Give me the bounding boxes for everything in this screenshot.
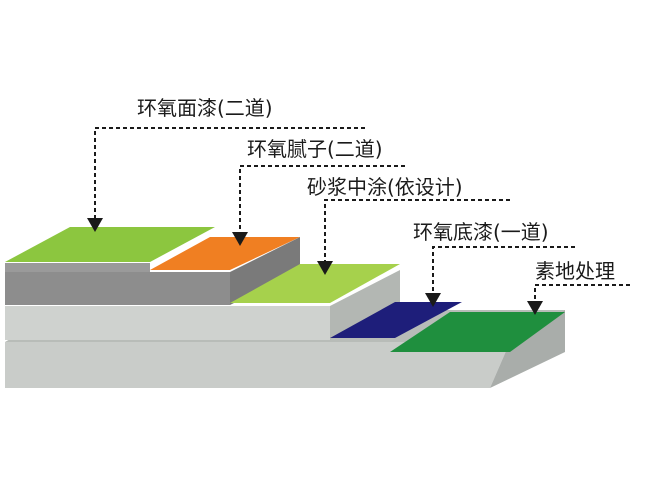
mortar-slab-side xyxy=(230,237,300,305)
putty-leader xyxy=(239,165,405,232)
primer-arrowhead xyxy=(425,293,441,307)
mortar-arrowhead xyxy=(317,261,333,275)
putty-label: 环氧腻子(二道) xyxy=(247,137,383,161)
substrate-surface xyxy=(390,312,565,352)
mortar-slab-front xyxy=(5,272,230,305)
primer-slab-side xyxy=(330,270,400,340)
topcoat-arrowhead xyxy=(87,218,103,232)
mortar-slab xyxy=(5,237,300,305)
mortar-label: 砂浆中涂(依设计) xyxy=(307,175,463,199)
primer-surface xyxy=(330,302,462,338)
substrate-leader xyxy=(534,284,630,305)
topcoat-label: 环氧面漆(二道) xyxy=(137,96,273,120)
primer-slab xyxy=(5,270,400,340)
substrate-slab-front xyxy=(5,342,510,388)
putty-surface xyxy=(150,237,300,270)
topcoat-leader xyxy=(94,127,365,218)
substrate-arrowhead xyxy=(527,301,543,315)
primer-label: 环氧底漆(一道) xyxy=(413,220,549,244)
mortar-surface xyxy=(230,264,400,303)
primer-slab-front xyxy=(5,306,330,340)
putty-arrowhead xyxy=(232,232,248,246)
topcoat-slab xyxy=(5,263,150,272)
topcoat-slab-front xyxy=(5,263,150,272)
substrate-label: 素地处理 xyxy=(535,259,615,283)
substrate-slab-side xyxy=(490,310,565,388)
mortar-leader xyxy=(324,199,510,262)
topcoat-surface xyxy=(5,227,215,262)
primer-leader xyxy=(432,246,575,295)
